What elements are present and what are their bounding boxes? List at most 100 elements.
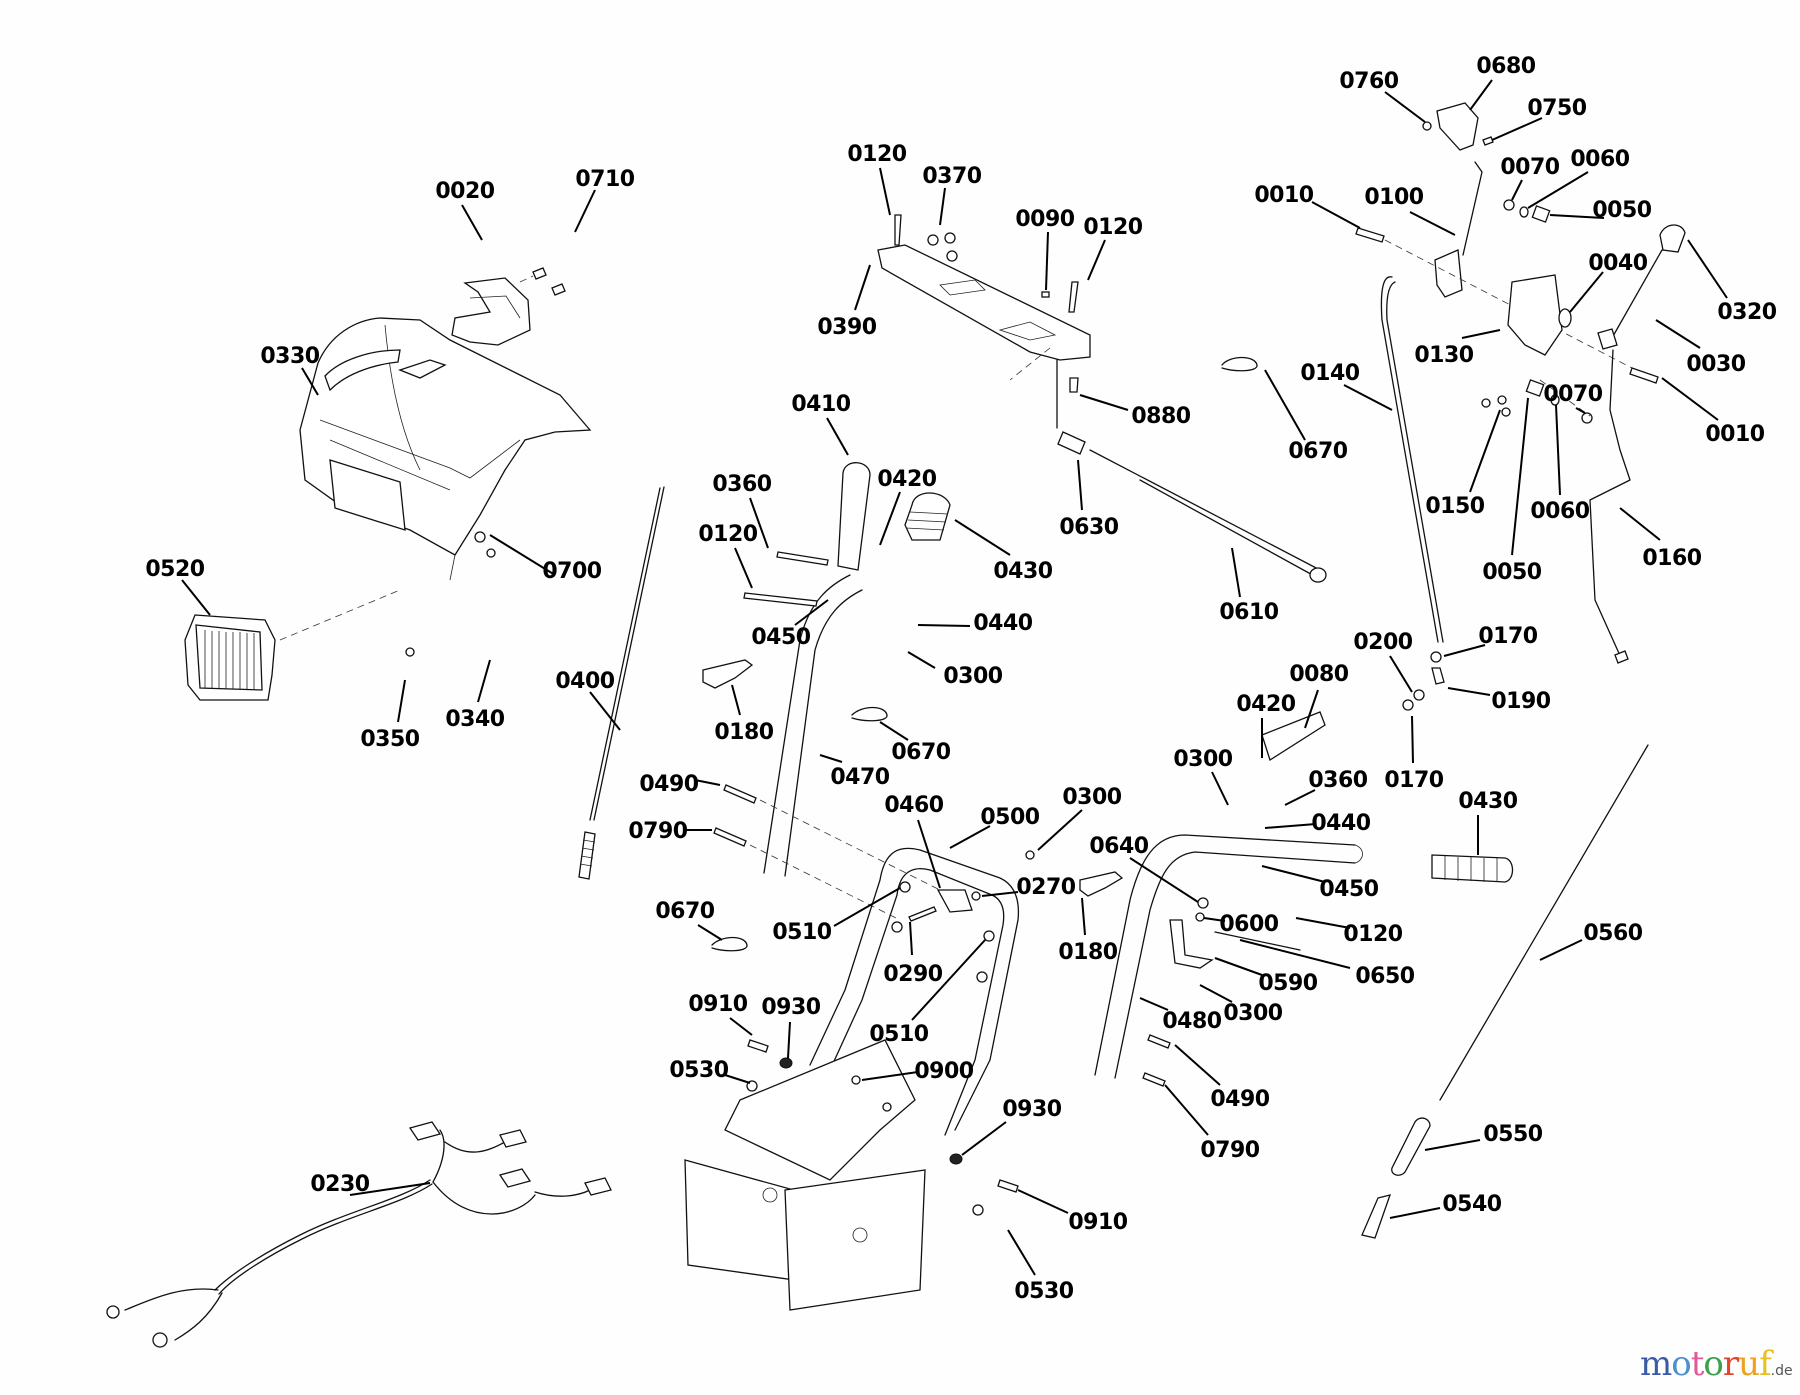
watermark-letter: o <box>1671 1344 1692 1384</box>
leader-line <box>1539 939 1583 961</box>
leader-line <box>1129 857 1199 903</box>
callout-label-0290: 0290 <box>883 962 942 987</box>
leader-line <box>909 921 913 956</box>
part-shift-plate <box>1434 249 1463 298</box>
callout-label-0640: 0640 <box>1089 834 1148 859</box>
leader-line <box>489 534 556 576</box>
part-clip-0180-b <box>1079 871 1124 897</box>
callout-label-0410: 0410 <box>791 392 850 417</box>
part-shift-bracket-0680 <box>1436 102 1479 151</box>
callout-label-0710: 0710 <box>575 167 634 192</box>
part-rivets-0370 <box>927 232 958 262</box>
callout-label-0120: 0120 <box>847 142 906 167</box>
callout-label-0040: 0040 <box>1588 251 1647 276</box>
callout-label-0300: 0300 <box>1062 785 1121 810</box>
leader-line <box>954 519 1011 556</box>
leader-line <box>1511 397 1529 556</box>
leader-line <box>1087 239 1106 281</box>
leader-line <box>397 679 406 723</box>
callout-label-0140: 0140 <box>1300 361 1359 386</box>
leader-line <box>787 1021 791 1059</box>
part-panel-housing-0330 <box>299 317 592 581</box>
part-grip-0430-b <box>1431 854 1514 883</box>
callout-label-0530: 0530 <box>669 1058 728 1083</box>
part-rod-0650 <box>1214 931 1301 951</box>
leader-line <box>1214 957 1263 976</box>
part-left-handle-0470 <box>763 574 863 877</box>
guide-line-0490 <box>759 799 941 891</box>
callout-label-0120: 0120 <box>1343 922 1402 947</box>
part-lower-frame <box>684 1039 926 1311</box>
leader-line <box>1569 271 1604 313</box>
part-rod-0610 <box>1089 449 1327 583</box>
leader-line <box>1037 809 1083 851</box>
leader-line <box>861 1071 919 1081</box>
callout-label-0650: 0650 <box>1355 964 1414 989</box>
callout-label-0750: 0750 <box>1527 96 1586 121</box>
callout-label-0510: 0510 <box>772 920 831 945</box>
leader-line <box>1045 231 1049 291</box>
callout-label-0610: 0610 <box>1219 600 1278 625</box>
leader-line <box>1239 939 1351 969</box>
part-grip-0410 <box>837 462 871 571</box>
callout-label-0530: 0530 <box>1014 1279 1073 1304</box>
leader-line <box>1311 201 1361 229</box>
guide-line-0790 <box>749 844 901 921</box>
callout-label-0090: 0090 <box>1015 207 1074 232</box>
leader-line <box>1077 459 1083 511</box>
part-bolts-0710 <box>519 267 566 296</box>
leader-line <box>1411 715 1414 764</box>
leader-line <box>879 491 901 546</box>
callout-label-0130: 0130 <box>1414 343 1473 368</box>
callout-label-0430: 0430 <box>993 559 1052 584</box>
callout-label-0450: 0450 <box>1319 877 1378 902</box>
callout-label-0390: 0390 <box>817 315 876 340</box>
leader-line <box>1343 384 1393 411</box>
callout-label-0270: 0270 <box>1016 875 1075 900</box>
part-cable-tie-0670-c <box>711 936 748 952</box>
callout-label-0440: 0440 <box>973 611 1032 636</box>
callout-label-0430: 0430 <box>1458 789 1517 814</box>
leader-line <box>1549 214 1605 219</box>
callout-label-0340: 0340 <box>445 707 504 732</box>
leader-line <box>461 204 483 241</box>
part-bolt-0490-b <box>1147 1034 1171 1049</box>
leader-line <box>907 651 936 669</box>
callout-label-0330: 0330 <box>260 344 319 369</box>
callout-label-0680: 0680 <box>1476 54 1535 79</box>
callout-label-0020: 0020 <box>435 179 494 204</box>
leader-line <box>1211 771 1229 806</box>
callout-label-0790: 0790 <box>628 819 687 844</box>
part-pin-0290 <box>908 906 937 922</box>
leader-line <box>1389 655 1413 693</box>
callout-label-0500: 0500 <box>980 805 1039 830</box>
callout-label-0070: 0070 <box>1543 382 1602 407</box>
callout-label-0520: 0520 <box>145 557 204 582</box>
part-nut-0300-a <box>1025 850 1035 860</box>
leader-line <box>1007 1229 1036 1276</box>
callout-label-0900: 0900 <box>914 1059 973 1084</box>
part-pin-0880 <box>1069 377 1079 393</box>
leader-line <box>181 579 211 616</box>
callout-label-0180: 0180 <box>714 720 773 745</box>
leader-line <box>1174 1044 1221 1086</box>
leader-line <box>826 417 849 456</box>
part-cable-tie-0670-a <box>1221 356 1258 372</box>
leader-line <box>1384 91 1426 123</box>
callout-label-0360: 0360 <box>1308 768 1367 793</box>
part-fasteners-0530-0900-0910-0930 <box>746 1039 1019 1216</box>
callout-label-0550: 0550 <box>1483 1122 1542 1147</box>
part-bracket-0020 <box>451 277 531 346</box>
part-pin-0120-b <box>1068 281 1079 313</box>
callout-label-0050: 0050 <box>1482 560 1541 585</box>
part-right-handle-0480 <box>1094 834 1363 1079</box>
callout-label-0540: 0540 <box>1442 1192 1501 1217</box>
leader-line <box>589 691 621 731</box>
leader-line <box>1619 507 1661 541</box>
watermark-letter: f <box>1759 1344 1772 1384</box>
leader-line <box>1264 369 1306 441</box>
leader-line <box>749 497 769 549</box>
callout-label-0600: 0600 <box>1219 912 1278 937</box>
leader-line <box>574 189 596 233</box>
